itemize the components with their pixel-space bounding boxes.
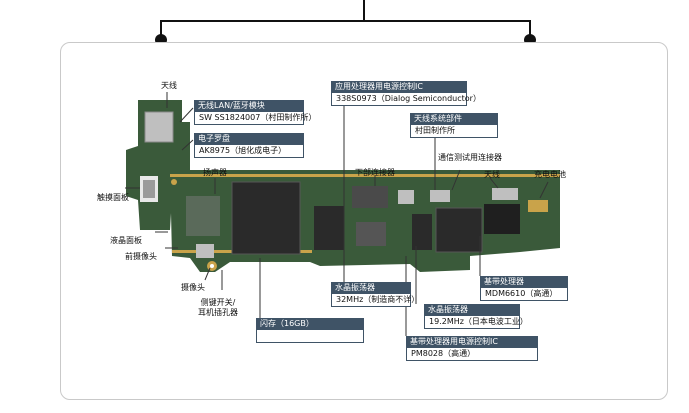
callout-title: 基带处理器用电源控制IC — [406, 336, 538, 348]
label-bottom-connector: 下部连接器 — [355, 168, 395, 177]
label-side-switch: 侧键开关/ 耳机插孔器 — [198, 298, 238, 317]
callout-body: PM8028（高通） — [406, 348, 538, 361]
callout-body: MDM6610（高通） — [480, 288, 568, 301]
callout-body: SW SS1824007（村田制作所） — [194, 112, 316, 125]
label-camera: 摄像头 — [181, 283, 205, 292]
callout-title: 无线LAN/蓝牙模块 — [194, 100, 304, 112]
callout-title: 水晶振荡器 — [424, 304, 520, 316]
label-touch-panel: 触摸面板 — [97, 193, 129, 202]
hanger-bar — [160, 20, 531, 22]
label-antenna-right: 天线 — [484, 170, 500, 179]
callout-body — [256, 330, 364, 343]
callout-flash: 闪存（16GB） — [256, 318, 364, 343]
hanger-left-drop — [160, 20, 162, 38]
callout-baseband: 基带处理器 MDM6610（高通） — [480, 276, 568, 301]
callout-wifi-module: 无线LAN/蓝牙模块 SW SS1824007（村田制作所） — [194, 100, 316, 125]
callout-body: AK8975（旭化成电子） — [194, 145, 304, 158]
callout-body: 32MHz（制造商不详） — [331, 294, 419, 307]
callout-app-pmic: 应用处理器用电源控制IC 338S0973（Dialog Semiconduct… — [331, 81, 481, 106]
callout-title: 应用处理器用电源控制IC — [331, 81, 467, 93]
label-speaker: 扬声器 — [203, 168, 227, 177]
label-front-camera: 前摄像头 — [125, 252, 157, 261]
label-battery: 充电电池 — [534, 170, 566, 179]
label-antenna-left: 天线 — [161, 81, 177, 90]
callout-body: 338S0973（Dialog Semiconductor） — [331, 93, 481, 106]
callout-title: 水晶振荡器 — [331, 282, 411, 294]
callout-title: 基带处理器 — [480, 276, 568, 288]
label-lcd-panel: 液晶面板 — [110, 236, 142, 245]
callout-baseband-pmic: 基带处理器用电源控制IC PM8028（高通） — [406, 336, 538, 361]
callout-crystal-19mhz: 水晶振荡器 19.2MHz（日本电波工业） — [424, 304, 528, 329]
callout-title: 闪存（16GB） — [256, 318, 364, 330]
callout-title: 天线系统部件 — [410, 113, 498, 125]
label-test-connector: 通信测试用连接器 — [438, 153, 502, 162]
callout-compass: 电子罗盘 AK8975（旭化成电子） — [194, 133, 304, 158]
callout-title: 电子罗盘 — [194, 133, 304, 145]
hanger-right-drop — [529, 20, 531, 38]
hanger-stem — [363, 0, 365, 20]
callout-body: 村田制作所 — [410, 125, 498, 138]
callout-antenna-parts: 天线系统部件 村田制作所 — [410, 113, 498, 138]
callout-crystal-32mhz: 水晶振荡器 32MHz（制造商不详） — [331, 282, 419, 307]
callout-body: 19.2MHz（日本电波工业） — [424, 316, 528, 329]
